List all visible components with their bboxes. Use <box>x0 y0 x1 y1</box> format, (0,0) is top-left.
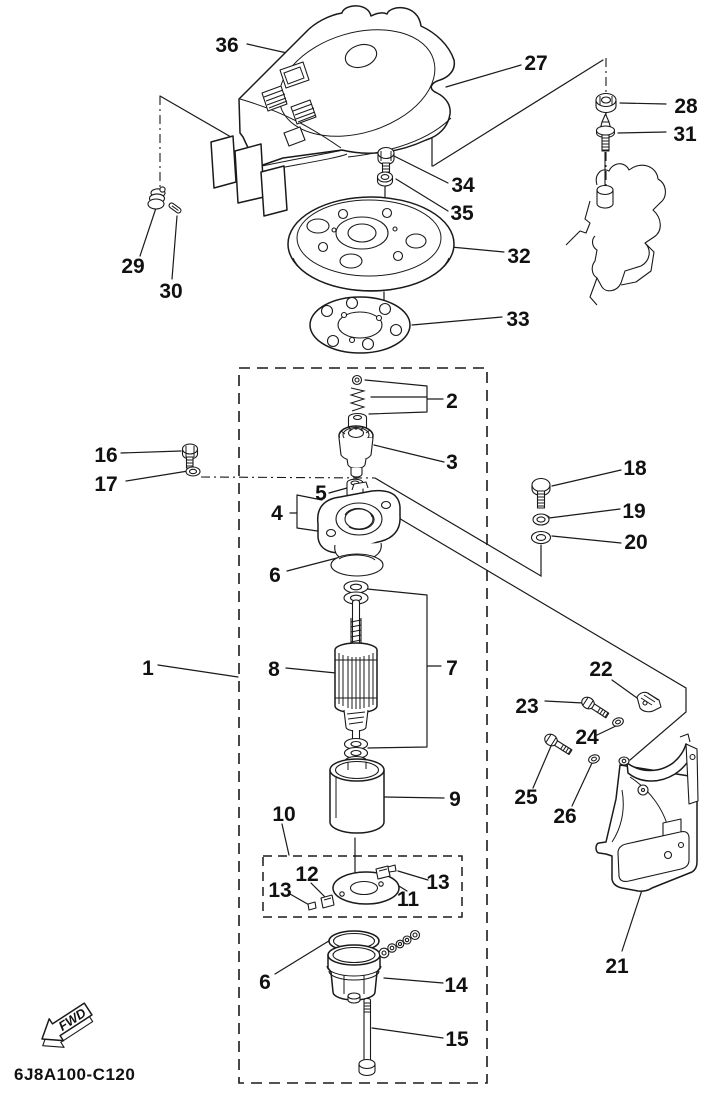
spring-29 <box>147 186 166 210</box>
front-bracket-4 <box>316 481 401 605</box>
starter-yoke <box>329 758 385 834</box>
part-label-20-18: 20 <box>624 531 647 554</box>
part-label-22-23: 22 <box>589 658 612 681</box>
part-label-29-6: 29 <box>121 255 144 278</box>
part-label-6-34: 6 <box>259 971 271 994</box>
brush-clip-13-left <box>307 901 317 911</box>
part-label-31-3: 31 <box>673 123 697 146</box>
part-label-32-8: 32 <box>507 245 530 268</box>
part-label-24-25: 24 <box>575 726 599 749</box>
part-label-35-5: 35 <box>450 202 474 225</box>
rear-end-cap <box>326 929 421 1004</box>
part-label-21-36: 21 <box>605 955 629 978</box>
bolt-23 <box>581 696 610 719</box>
damper-ring-6 <box>330 553 384 577</box>
engine-mount-sketch <box>565 152 666 306</box>
pinion-spring <box>349 387 366 412</box>
part-label-3-11: 3 <box>446 451 458 474</box>
bolt-34 <box>377 146 395 175</box>
group-boxes <box>238 367 488 1084</box>
part-label-8-21: 8 <box>268 658 280 681</box>
part-label-26-27: 26 <box>553 805 576 828</box>
bolt-25 <box>544 733 573 756</box>
part-label-34-4: 34 <box>451 174 475 197</box>
washer-20 <box>530 530 552 545</box>
part-label-5-14: 5 <box>315 482 327 505</box>
part-label-18-16: 18 <box>623 457 647 480</box>
cable-clip-22 <box>636 691 662 713</box>
washer-17 <box>185 466 201 477</box>
flywheel <box>287 196 455 292</box>
part-label-23-24: 23 <box>515 695 538 718</box>
cover-notch <box>283 126 306 147</box>
part-label-25-26: 25 <box>514 786 538 809</box>
bolt-31 <box>595 113 616 152</box>
brush-12 <box>320 894 335 909</box>
lock-washer-19 <box>532 513 550 526</box>
flange-nut-28 <box>595 92 617 114</box>
part-label-36-0: 36 <box>215 34 238 57</box>
gasket-plate <box>309 296 411 354</box>
part-label-12-30: 12 <box>295 863 318 886</box>
part-label-9-28: 9 <box>449 788 461 811</box>
bolt-16 <box>181 443 199 469</box>
brush-set-group-box-10 <box>262 855 463 918</box>
part-label-6-19: 6 <box>269 564 281 587</box>
part-label-13-31: 13 <box>268 879 291 902</box>
part-label-2-10: 2 <box>446 390 458 413</box>
washer-26 <box>588 754 600 764</box>
part-label-7-22: 7 <box>446 657 458 680</box>
starter-pinion-gear <box>338 425 374 478</box>
part-label-1-20: 1 <box>142 657 154 680</box>
part-label-4-15: 4 <box>271 502 283 525</box>
cover-hole <box>344 43 378 69</box>
fwd-arrow: FWD <box>41 1002 94 1048</box>
part-label-10-29: 10 <box>272 803 295 826</box>
cover-side-plates <box>210 135 288 217</box>
part-label-11-33: 11 <box>397 888 420 911</box>
part-label-14-35: 14 <box>444 974 468 997</box>
starter-bracket <box>595 733 699 892</box>
pin-30 <box>168 202 182 214</box>
nut-35 <box>376 171 394 187</box>
part-label-27-1: 27 <box>524 52 547 75</box>
diagram-code: 6J8A100-C120 <box>14 1065 135 1084</box>
part-label-17-13: 17 <box>94 473 117 496</box>
cover-vent-grille <box>261 85 317 125</box>
armature <box>334 599 378 769</box>
part-label-33-9: 33 <box>506 308 529 331</box>
terminal-hardware <box>378 929 421 959</box>
flywheel-cover <box>210 5 456 217</box>
bolt-18 <box>531 477 551 509</box>
assembly-group-box-1 <box>238 367 488 1084</box>
brush-clip-13-right <box>387 864 397 873</box>
part-label-16-12: 16 <box>94 444 117 467</box>
part-label-28-2: 28 <box>674 95 698 118</box>
washer-24 <box>612 717 624 727</box>
brush-holder-set <box>307 864 400 911</box>
through-bolt-15 <box>358 997 376 1077</box>
part-label-13-32: 13 <box>426 871 449 894</box>
part-label-19-17: 19 <box>622 500 645 523</box>
part-label-30-7: 30 <box>159 280 182 303</box>
part-label-15-37: 15 <box>445 1028 469 1051</box>
